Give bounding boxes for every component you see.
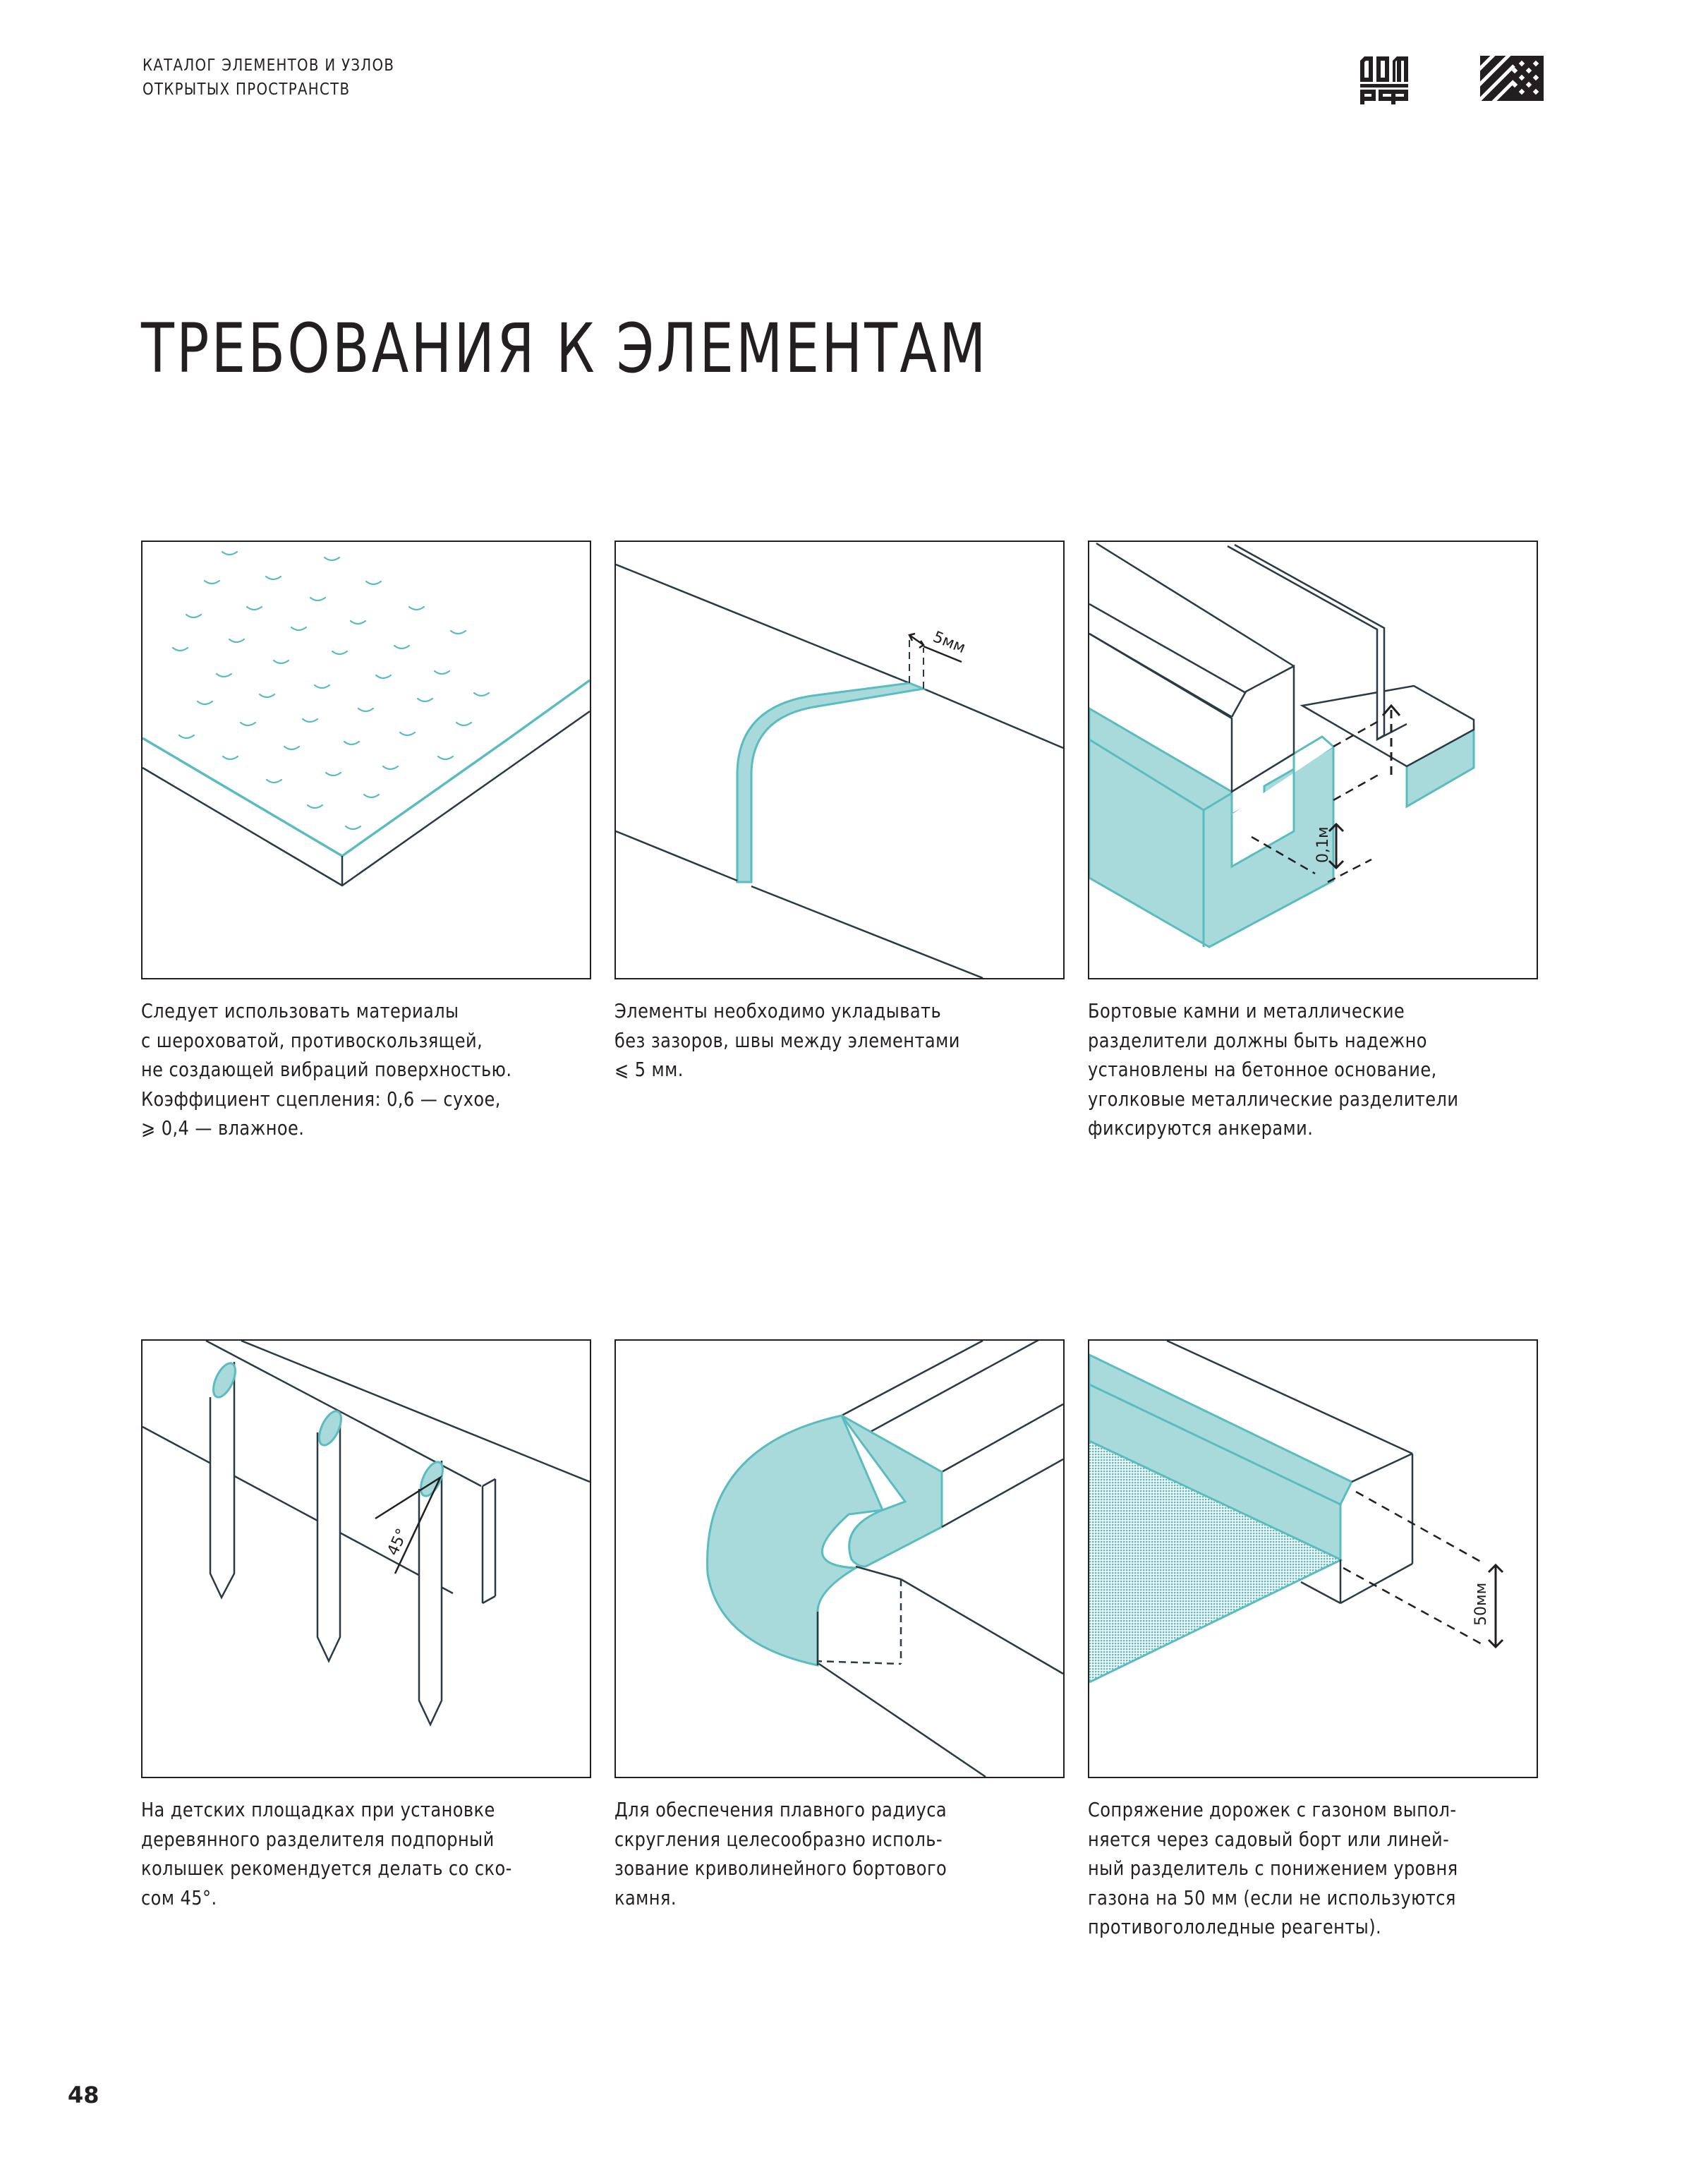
card-caption: Сопряжение дорожек с газоном выпол- няет… [1088,1798,1458,1938]
wooden-divider-stakes-illustration: 45° [143,1341,590,1727]
card-caption: Для обеспечения плавного радиуса скругле… [614,1798,947,1909]
curb-on-concrete-base-illustration: 0,1м [1089,542,1475,948]
requirement-card-surface: Следует использовать материалы с шерохов… [141,541,591,1143]
height-label: 50мм [1472,1583,1490,1626]
dom-rf-logo-icon [1360,56,1408,104]
catalog-line-1: КАТАЛОГ ЭЛЕМЕНТОВ И УЗЛОВ [143,56,395,75]
catalog-header: КАТАЛОГ ЭЛЕМЕНТОВ И УЗЛОВ ОТКРЫТЫХ ПРОСТ… [143,54,394,102]
anti-slip-surface-illustration [143,550,590,887]
garden-curb-lawn-illustration: 50мм [1089,1341,1504,1684]
curved-curb-stone-illustration [706,1341,1063,1777]
requirement-card-joints: 5мм Элементы необходимо укладывать без з… [614,541,1065,1085]
angle-label: 45° [384,1526,412,1559]
illustration-frame [141,541,591,979]
requirement-card-curb-base: 0,1м Бортовые камни и металлические разд… [1088,541,1538,1143]
requirement-card-lawn-edge: 50мм Сопряжение дорожек с газоном выпол-… [1088,1339,1538,1942]
page-number: 48 [68,2082,99,2108]
catalog-line-2: ОТКРЫТЫХ ПРОСТРАНСТВ [143,80,351,99]
requirement-card-curved-curb: Для обеспечения плавного радиуса скругле… [614,1339,1065,1912]
page-title: ТРЕБОВАНИЯ К ЭЛЕМЕНТАМ [141,309,988,389]
requirement-card-stakes: 45° На детских площадках при установке д… [141,1339,591,1912]
card-caption: Элементы необходимо укладывать без зазор… [614,999,960,1081]
gap-label: 5мм [931,628,968,657]
joint-gap-illustration: 5мм [616,563,1063,978]
illustration-frame [614,1339,1065,1778]
illustration-frame: 5мм [614,541,1065,979]
card-caption: Бортовые камни и металлические разделите… [1088,999,1459,1140]
depth-label: 0,1м [1314,826,1332,863]
card-caption: Следует использовать материалы с шерохов… [141,999,512,1140]
card-caption: На детских площадках при установке дерев… [141,1798,512,1909]
illustration-frame: 0,1м [1088,541,1538,979]
illustration-frame: 50мм [1088,1339,1538,1778]
illustration-frame: 45° [141,1339,591,1778]
pattern-logo-icon [1480,56,1544,101]
